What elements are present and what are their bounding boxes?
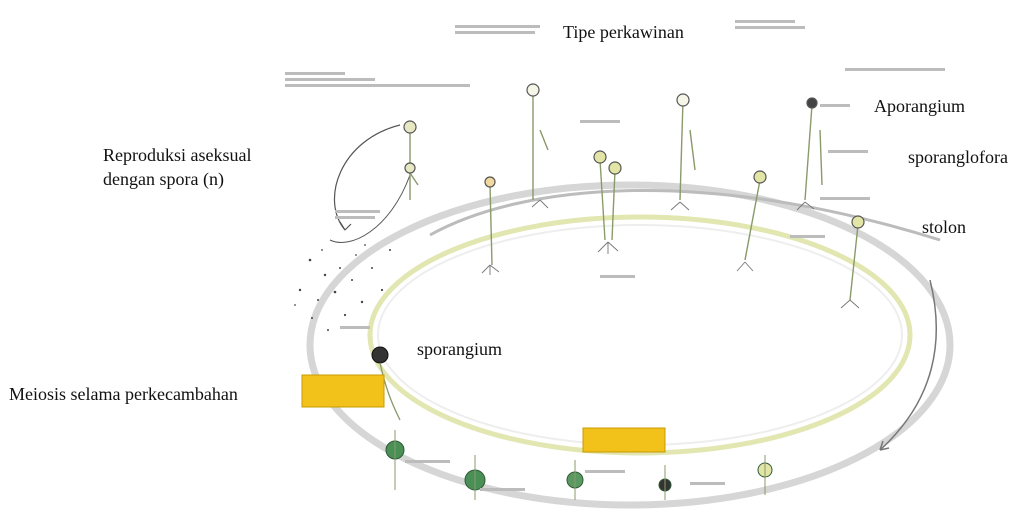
germinating-sporangium (372, 347, 388, 363)
label-aporangium: Aporangium (874, 94, 965, 118)
tiny-annotations (285, 20, 945, 491)
highlight-box-meiosis (302, 375, 384, 407)
inner-cycle-ring-shadow (378, 225, 902, 445)
inner-cycle-ring (370, 217, 910, 453)
label-stolon: stolon (922, 215, 966, 239)
outer-cycle-ring (310, 185, 950, 505)
label-sporangiophore: sporanglofora (908, 145, 1008, 169)
asexual-loop-arrow (334, 125, 400, 230)
label-asexual-reproduction: Reproduksi aseksual dengan spora (n) (103, 143, 251, 191)
label-meiosis: Meiosis selama perkecambahan (9, 382, 238, 406)
sporangiophores (408, 90, 858, 300)
label-sporangium: sporangium (417, 337, 502, 361)
label-mating-type: Tipe perkawinan (563, 20, 684, 44)
scattered-spores (294, 244, 391, 331)
highlight-box-fertilization (583, 428, 665, 452)
